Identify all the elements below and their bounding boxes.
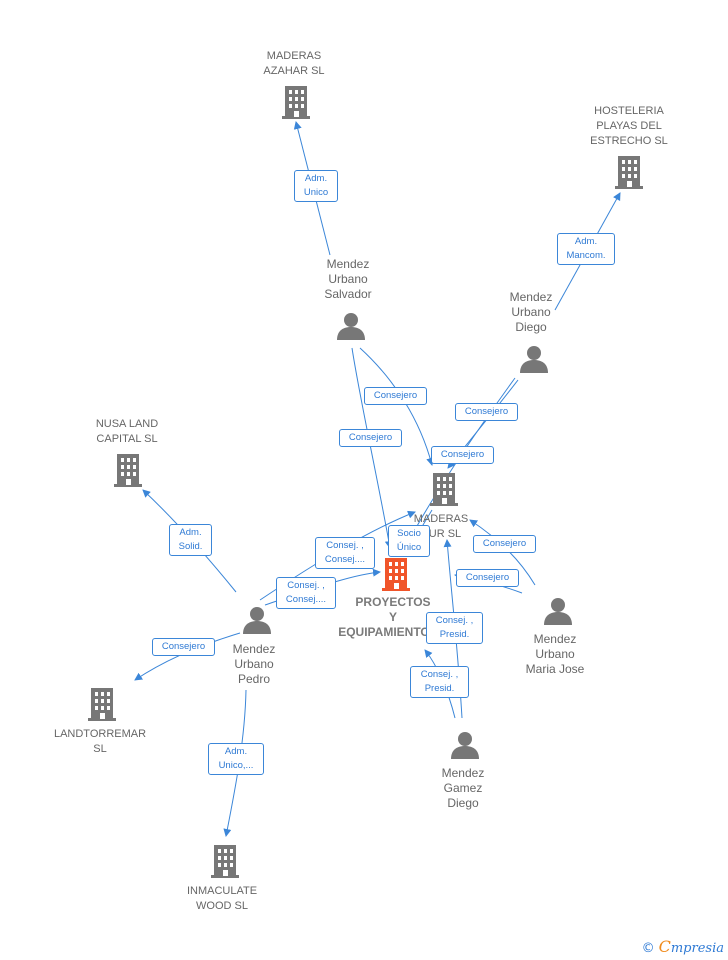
edge-label[interactable]: Adm. Unico (294, 170, 338, 202)
node-label-mendez-salvador: Mendez Urbano Salvador (324, 257, 372, 301)
building-icon[interactable] (280, 84, 312, 120)
brand-initial: C (658, 937, 671, 956)
node-label-maderas-azahar: MADERAS AZAHAR SL (263, 50, 325, 77)
person-icon[interactable] (336, 311, 366, 341)
edge-label[interactable]: Consej. , Presid. (410, 666, 469, 698)
edge-label[interactable]: Consejero (455, 403, 518, 421)
node-label-nusa-land: NUSA LAND CAPITAL SL (95, 418, 159, 445)
edge-label[interactable]: Consejero (152, 638, 215, 656)
main-building-icon[interactable] (380, 556, 412, 592)
node-label-mendez-gamez: Mendez Gamez Diego (441, 766, 485, 810)
building-icon[interactable] (428, 471, 460, 507)
copyright-symbol: © (641, 941, 655, 956)
building-icon[interactable] (86, 686, 118, 722)
person-icon[interactable] (519, 344, 549, 374)
node-label-proyectos: PROYECTOS Y EQUIPAMIENTOS... (338, 595, 448, 639)
edge-label[interactable]: Consejero (364, 387, 427, 405)
edge-label[interactable]: Consejero (456, 569, 519, 587)
edge-label[interactable]: Adm. Mancom. (557, 233, 615, 265)
node-label-hosteleria: HOSTELERIA PLAYAS DEL ESTRECHO SL (590, 105, 668, 147)
edge-label[interactable]: Consejero (431, 446, 494, 464)
edge-label[interactable]: Consej. , Presid. (426, 612, 483, 644)
node-label-inmaculate: INMACULATE WOOD SL (186, 885, 258, 912)
edge-label[interactable]: Socio Único (388, 525, 430, 557)
brand-logo[interactable]: ©Cmpresia (642, 937, 724, 956)
person-icon[interactable] (242, 605, 272, 635)
brand-name: mpresia (670, 941, 724, 956)
node-label-mendez-pedro: Mendez Urbano Pedro (232, 642, 276, 686)
edge-label[interactable]: Consejero (473, 535, 536, 553)
building-icon[interactable] (209, 843, 241, 879)
edge-label[interactable]: Adm. Solid. (169, 524, 212, 556)
edge-label[interactable]: Consej. , Consej.... (315, 537, 375, 569)
edge-label[interactable]: Adm. Unico,... (208, 743, 264, 775)
node-label-mendez-diego-urbano: Mendez Urbano Diego (509, 290, 553, 334)
edge-label[interactable]: Consejero (339, 429, 402, 447)
person-icon[interactable] (543, 596, 573, 626)
node-label-landtorremar: LANDTORREMAR SL (53, 728, 147, 755)
person-icon[interactable] (450, 730, 480, 760)
node-label-mendez-maria: Mendez Urbano Maria Jose (525, 632, 585, 676)
edge-label[interactable]: Consej. , Consej.... (276, 577, 336, 609)
edges-layer (134, 121, 621, 837)
building-icon[interactable] (613, 154, 645, 190)
building-icon[interactable] (112, 452, 144, 488)
